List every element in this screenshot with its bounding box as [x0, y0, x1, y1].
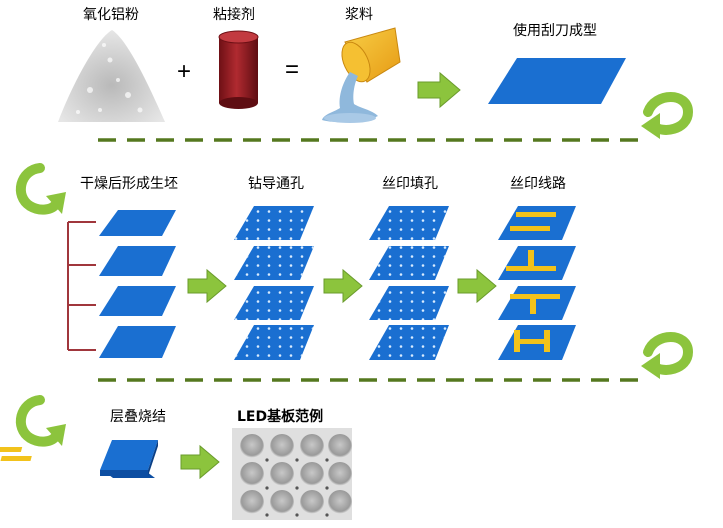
equals-sign: = [285, 56, 300, 83]
green-sheets-label: 干燥后形成生坯 [80, 176, 178, 192]
tape-cast-sheet [488, 58, 626, 104]
arrow-right-icon [323, 268, 363, 304]
arrow-right-icon [417, 71, 461, 109]
bracket [67, 221, 96, 351]
green-sheet-stack [99, 210, 176, 358]
binder-cylinder-image [218, 30, 259, 109]
circuit-printing-label: 丝印线路 [510, 176, 566, 192]
via-drilling-label: 钻导通孔 [248, 176, 304, 192]
arrow-right-icon [180, 444, 220, 480]
printed-sheet-stack [498, 206, 576, 360]
slurry-label: 浆料 [345, 7, 373, 23]
lamination-sintering-label: 层叠烧结 [110, 409, 166, 425]
curved-arrow-icon [641, 92, 694, 139]
arrow-right-icon [457, 268, 497, 304]
binder-label: 粘接剂 [213, 7, 255, 23]
laminated-block [0, 440, 158, 478]
alumina-powder-image [58, 30, 165, 122]
filled-sheet-stack [369, 206, 449, 360]
curved-arrow-icon [641, 332, 694, 379]
alumina-powder-label: 氧化铝粉 [83, 7, 139, 23]
via-filling-label: 丝印填孔 [382, 176, 438, 192]
arrow-right-icon [187, 268, 227, 304]
tape-casting-label: 使用刮刀成型 [513, 23, 597, 39]
curved-arrow-icon [16, 395, 66, 447]
led-substrate-example-label: LED基板范例 [237, 409, 324, 425]
slurry-bucket-image [322, 27, 401, 123]
led-substrate-photo [232, 428, 352, 520]
drilled-sheet-stack [234, 206, 314, 360]
curved-arrow-icon [16, 163, 66, 215]
plus-sign: + [177, 58, 192, 85]
